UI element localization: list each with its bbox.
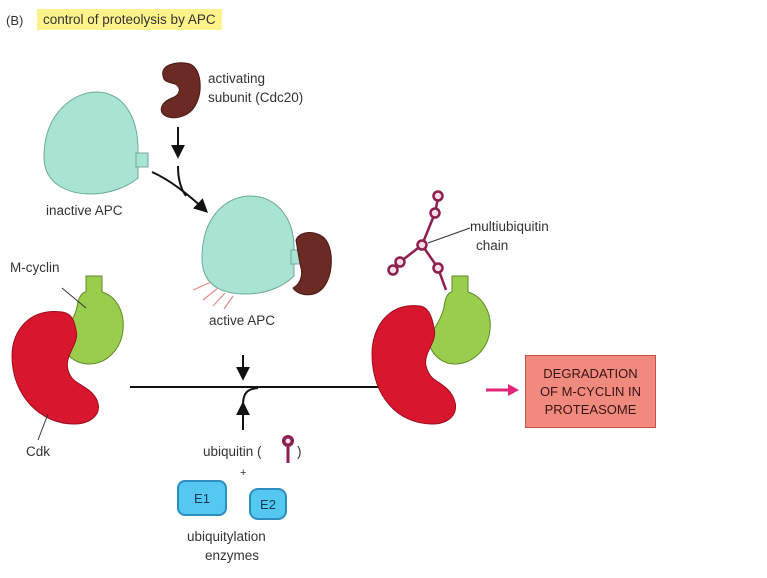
m-cyclin-leader: [61, 287, 87, 309]
activating-label-line2: subunit (Cdc20): [208, 90, 304, 105]
cdk-shape: [11, 311, 99, 425]
active-apc-shape: [192, 195, 332, 310]
multiubiquitin-label-line1: multiubiquitin: [470, 219, 549, 234]
panel-letter: (B): [6, 13, 24, 28]
e2-label: E2: [260, 496, 276, 512]
panel-title: control of proteolysis by APC: [37, 9, 222, 30]
ubiquitin-label: ubiquitin (: [203, 444, 262, 459]
active-apc-label: active APC: [209, 313, 276, 328]
m-cyclin-shape-ubiquitinated: [427, 275, 491, 365]
cdk-mcyclin-complex: [11, 275, 124, 425]
inactive-apc-label: inactive APC: [46, 203, 123, 218]
degradation-line1: DEGRADATION: [543, 365, 638, 381]
cdc20-subunit-shape: [160, 62, 201, 119]
e2-enzyme: E2: [249, 488, 287, 520]
multiubiquitin-label-line2: chain: [476, 238, 509, 253]
e1-label: E1: [194, 490, 210, 506]
ubiquitin-icon: [282, 435, 294, 463]
degradation-box: DEGRADATION OF M-CYCLIN IN PROTEASOME: [525, 355, 656, 428]
m-cyclin-shape: [59, 275, 124, 365]
e1-enzyme: E1: [177, 480, 227, 516]
degradation-arrow-head: [508, 384, 519, 396]
m-cyclin-label: M-cyclin: [10, 260, 60, 275]
plus-sign: +: [240, 467, 247, 479]
multiubiquitin-leader: [427, 227, 471, 244]
ubiquitylation-label-line1: ubiquitylation: [187, 529, 266, 544]
ubiquitylation-label-line2: enzymes: [205, 548, 260, 563]
merge-arrow-branch: [177, 165, 187, 197]
degradation-line2: OF M-CYCLIN IN: [539, 383, 642, 399]
multiubiquitin-chain: [387, 190, 448, 291]
cdk-label: Cdk: [26, 444, 51, 459]
cdk-leader: [37, 413, 49, 441]
ubiquitin-label-close: ): [297, 444, 302, 459]
merge-arrow: [151, 171, 209, 213]
cdk-shape-ubiquitinated: [371, 305, 456, 425]
activating-label-line1: activating: [208, 71, 266, 86]
ubiquitin-curve: [242, 387, 259, 406]
degradation-line3: PROTEASOME: [544, 401, 637, 417]
ubiquitinated-complex: [371, 275, 491, 425]
inactive-apc-shape: [43, 91, 149, 195]
